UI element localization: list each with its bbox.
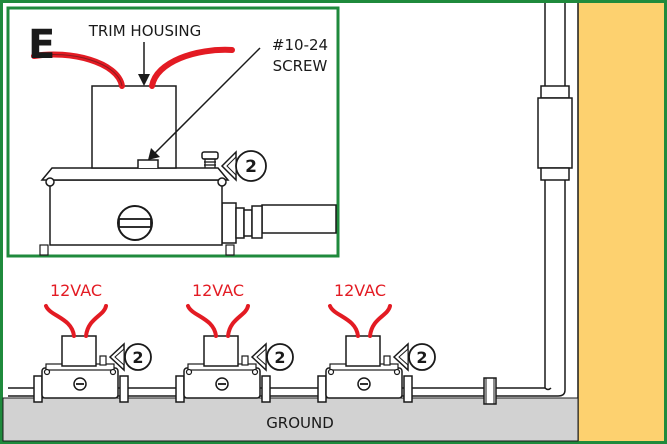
detail-inset: 2 E TRIM HOUSING #10-24 SCREW — [6, 6, 340, 258]
10-24-screw — [137, 159, 159, 168]
valve-bleed-screw — [383, 355, 391, 366]
valve-bolt — [327, 368, 335, 376]
valve-voltage-label: 12VAC — [334, 281, 386, 300]
screw-arrow — [148, 148, 160, 160]
valve-bleed-screw — [241, 355, 249, 366]
valve-step-badge — [408, 343, 436, 371]
valve-wire — [226, 304, 250, 338]
valve-bolt — [393, 368, 401, 376]
valve-step-number: 2 — [132, 348, 143, 367]
ground-label: GROUND — [266, 414, 334, 432]
trim-housing-label: TRIM HOUSING — [88, 22, 202, 40]
valve-voltage-label: 12VAC — [192, 281, 244, 300]
valve-wire — [186, 304, 218, 338]
valve-step-arrow-inner — [256, 347, 267, 367]
valve-solenoid — [203, 335, 239, 367]
screw-size-label: #10-24 — [272, 36, 328, 54]
valve-step-badge — [266, 343, 294, 371]
valve-step-number: 2 — [274, 348, 285, 367]
conduit-coupling-bottom — [540, 167, 570, 181]
inset-valve-bonnet — [40, 167, 230, 181]
valve-pipe-fitting — [175, 375, 185, 403]
valve-step-badge — [124, 343, 152, 371]
conduit-coupling-top — [540, 85, 570, 99]
bleed-screw — [201, 151, 219, 160]
trim-housing-arrow — [138, 74, 150, 86]
valve-bleed-screw — [99, 355, 107, 366]
valve-bolt — [185, 368, 193, 376]
valve-pipe-fitting — [261, 375, 271, 403]
valve-bolt — [251, 368, 259, 376]
valve-solenoid — [345, 335, 381, 367]
valve-bolt — [109, 368, 117, 376]
valve-wire — [84, 304, 108, 338]
ground — [2, 397, 579, 442]
screw-label: SCREW — [273, 57, 328, 75]
valve-pipe-fitting — [119, 375, 129, 403]
valve-wire — [328, 304, 360, 338]
valve-voltage-label: 12VAC — [50, 281, 102, 300]
valve-wire — [368, 304, 392, 338]
inset-outlet-pipe — [261, 204, 337, 234]
valve-pipe-fitting — [403, 375, 413, 403]
valve-bolt — [43, 368, 51, 376]
valve-pipe-fitting — [33, 375, 43, 403]
trim-housing — [91, 85, 177, 169]
valve-solenoid — [61, 335, 97, 367]
valve-wire — [44, 304, 76, 338]
junction-box — [537, 97, 573, 169]
panel-letter: E — [28, 22, 55, 68]
inset-step-callout: 2 — [220, 150, 267, 182]
valve-step-number: 2 — [416, 348, 427, 367]
pipe-fitting — [483, 377, 497, 405]
inset-step-number: 2 — [245, 157, 257, 177]
wall — [578, 3, 664, 441]
inset-wires — [31, 46, 235, 89]
valve-row: 12VAC 2 12VAC 2 12VAC 2 — [33, 281, 436, 403]
valve-step-arrow-inner — [398, 347, 409, 367]
valve-pipe-fitting — [317, 375, 327, 403]
valve-step-arrow-inner — [114, 347, 125, 367]
